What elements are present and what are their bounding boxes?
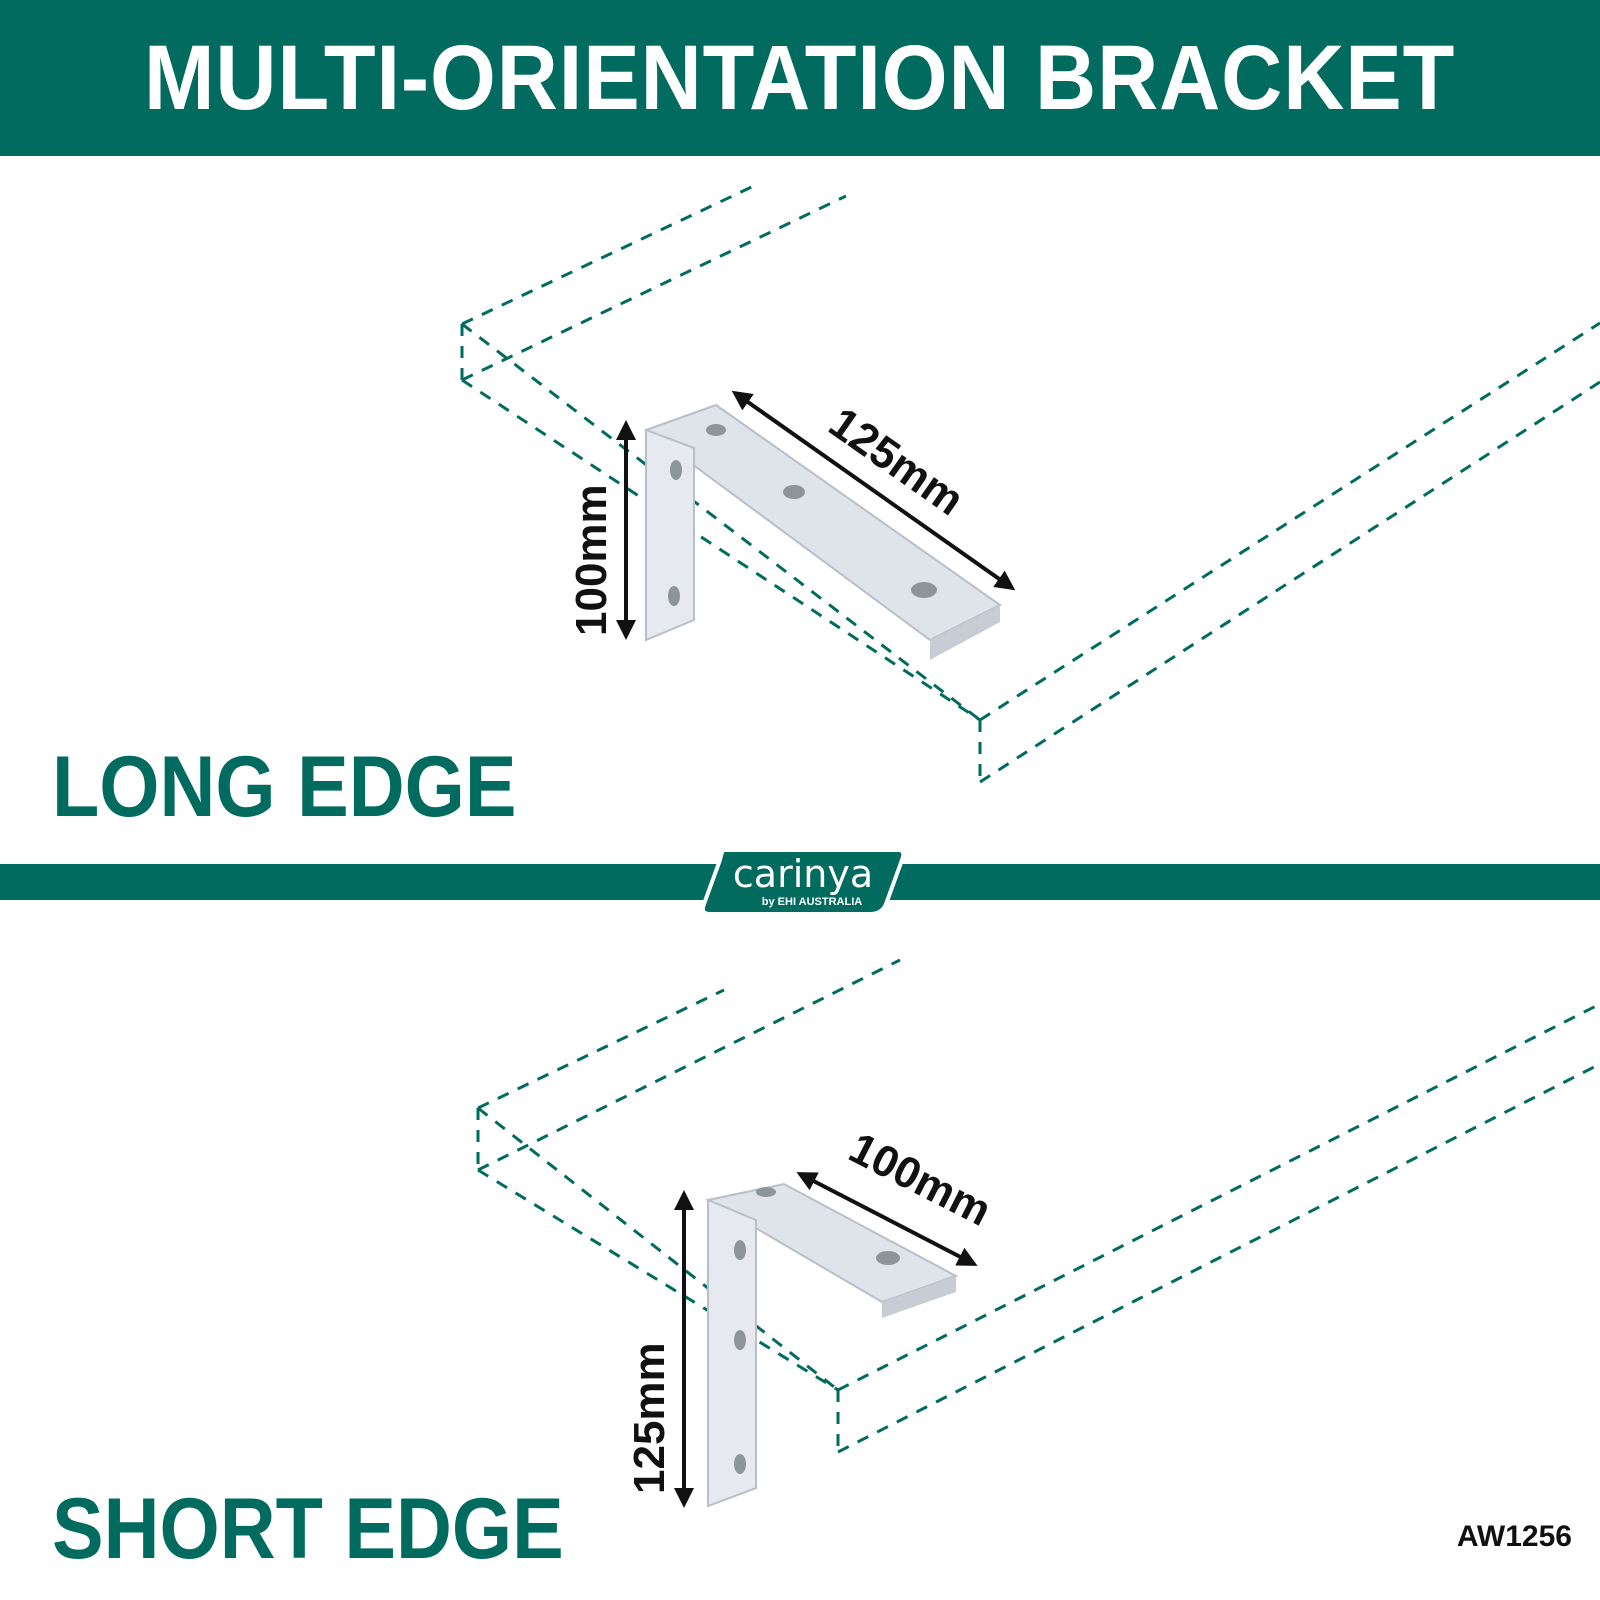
shelf-outline-long	[460, 181, 1600, 784]
logo-badge-shape	[700, 848, 906, 916]
dim-label-short-vertical: 125mm	[625, 1342, 674, 1494]
bracket-long-edge	[643, 403, 1002, 660]
dim-label-short-horizontal: 100mm	[841, 1123, 998, 1236]
header-banner: MULTI-ORIENTATION BRACKET	[0, 0, 1600, 156]
brand-logo: carinya by EHI AUSTRALIA	[700, 846, 906, 918]
logo-wordmark: carinya	[732, 852, 874, 896]
shelf-outline-short	[476, 958, 1600, 1454]
dim-label-long-vertical: 100mm	[567, 484, 616, 636]
page-title: MULTI-ORIENTATION BRACKET	[144, 26, 1456, 129]
bracket-short-edge	[705, 1182, 959, 1508]
logo-tagline: by EHI AUSTRALIA	[761, 896, 863, 908]
dim-arrow-short-horizontal	[796, 1172, 978, 1266]
section-label-long-edge: LONG EDGE	[52, 739, 517, 835]
product-code: AW1256	[1456, 1520, 1572, 1553]
section-label-short-edge: SHORT EDGE	[52, 1481, 564, 1577]
dim-arrow-long-horizontal	[731, 390, 1016, 591]
